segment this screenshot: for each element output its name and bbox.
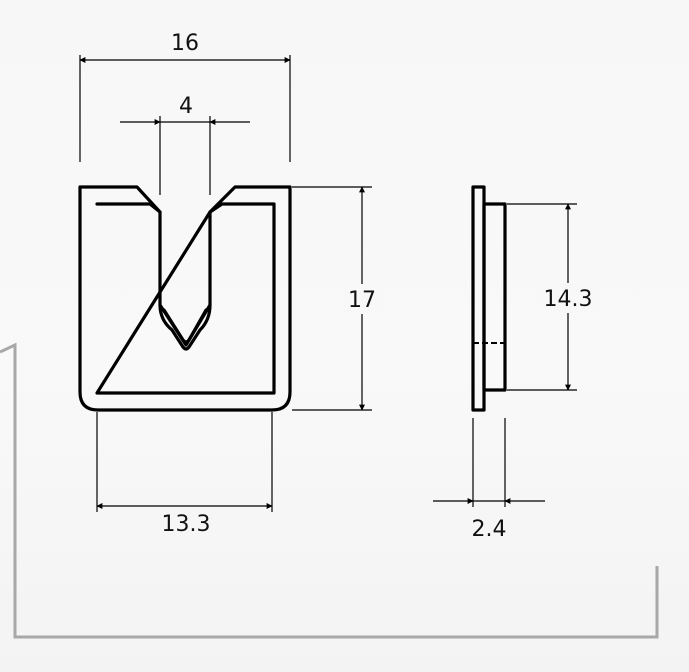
front-view [78, 185, 292, 412]
sheet-border [0, 342, 659, 639]
dimension-overall-width: 16 [79, 31, 291, 162]
overall-width-label: 16 [171, 31, 199, 56]
dimension-inner-width: 13.3 [96, 412, 273, 537]
slot-width-label: 4 [179, 94, 193, 119]
side-view-plate [471, 185, 486, 412]
thickness-label: 2.4 [472, 517, 507, 542]
dimension-inner-height: 14.3 [507, 203, 598, 391]
dimension-slot-width: 4 [120, 94, 250, 195]
sheet-frame [0, 342, 659, 639]
overall-height-label: 17 [348, 288, 376, 313]
dimension-thickness: 2.4 [433, 418, 545, 542]
label-background [344, 284, 380, 314]
front-view-slot-inner-edge [162, 308, 208, 344]
label-background [540, 283, 598, 313]
front-view-outer-contour [78, 185, 292, 412]
dimension-overall-height: 17 [292, 186, 380, 411]
inner-height-label: 14.3 [544, 287, 593, 312]
inner-width-label: 13.3 [162, 512, 211, 537]
front-view-inner-contour [95, 202, 276, 395]
side-view-body [482, 202, 507, 392]
side-view [471, 185, 507, 412]
front-view-slot-bottom [158, 303, 212, 351]
